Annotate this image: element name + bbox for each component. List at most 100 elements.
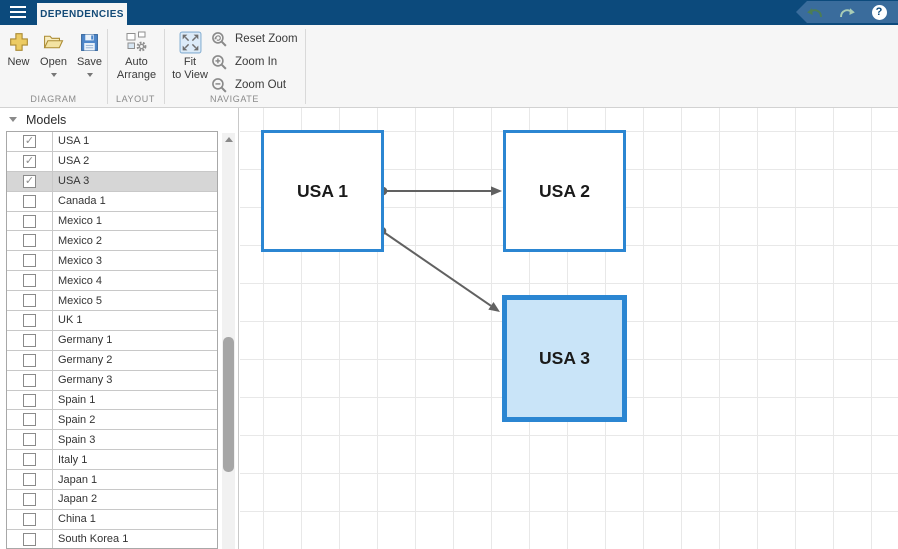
- redo-button[interactable]: [838, 4, 856, 20]
- section-divider: [107, 29, 108, 104]
- expand-arrows-icon: [179, 31, 202, 53]
- collapse-arrow-icon: [9, 117, 17, 122]
- zoom-in-button[interactable]: Zoom In: [211, 51, 298, 74]
- list-item[interactable]: Mexico 5: [7, 291, 217, 312]
- model-checkbox[interactable]: [23, 453, 36, 467]
- model-checkbox[interactable]: [23, 393, 36, 407]
- model-checkbox[interactable]: [23, 532, 36, 546]
- list-item[interactable]: Spain 3: [7, 430, 217, 451]
- open-button[interactable]: Open: [35, 31, 72, 77]
- fit-to-view-button[interactable]: Fit to View: [166, 31, 214, 82]
- models-section-header[interactable]: Models: [0, 108, 238, 131]
- reset-zoom-button[interactable]: Reset Zoom: [211, 28, 298, 51]
- help-button[interactable]: ?: [870, 4, 888, 20]
- model-name[interactable]: Japan 2: [58, 493, 98, 506]
- scrollbar-thumb[interactable]: [223, 337, 234, 472]
- model-checkbox[interactable]: [23, 353, 36, 367]
- model-checkbox[interactable]: [23, 274, 36, 288]
- checkbox-cell: [7, 271, 53, 291]
- section-label-layout: LAYOUT: [116, 94, 155, 104]
- checkbox-cell: [7, 430, 53, 450]
- model-checkbox[interactable]: [23, 433, 36, 447]
- model-name[interactable]: Mexico 2: [58, 234, 103, 247]
- model-checkbox[interactable]: ✓: [23, 154, 36, 168]
- model-name[interactable]: USA 3: [58, 175, 90, 188]
- checkbox-cell: [7, 251, 53, 271]
- model-checkbox[interactable]: [23, 473, 36, 487]
- model-checkbox[interactable]: [23, 413, 36, 427]
- list-item[interactable]: Japan 1: [7, 470, 217, 491]
- model-checkbox[interactable]: [23, 194, 36, 208]
- list-item[interactable]: ✓ USA 1: [7, 132, 217, 152]
- model-name[interactable]: USA 2: [58, 155, 90, 168]
- dependency-edge[interactable]: [377, 226, 500, 312]
- list-item[interactable]: Spain 1: [7, 390, 217, 411]
- model-name[interactable]: Japan 1: [58, 473, 98, 486]
- magnifier-plus-icon: [212, 55, 227, 70]
- model-name[interactable]: Spain 1: [58, 394, 96, 407]
- tab-dependencies[interactable]: DEPENDENCIES: [37, 3, 127, 25]
- model-name[interactable]: Mexico 1: [58, 215, 103, 227]
- model-name[interactable]: Germany 3: [58, 374, 113, 387]
- list-item[interactable]: Mexico 2: [7, 231, 217, 252]
- list-item[interactable]: Mexico 1: [7, 211, 217, 232]
- model-checkbox[interactable]: [23, 294, 36, 308]
- scrollbar-up-button[interactable]: [222, 133, 235, 146]
- model-name[interactable]: Mexico 3: [58, 254, 103, 267]
- diagram-canvas[interactable]: USA 1 USA 2 USA 3: [240, 108, 898, 549]
- list-item[interactable]: Spain 2: [7, 410, 217, 431]
- auto-arrange-button[interactable]: Auto Arrange: [109, 31, 164, 82]
- diagram-node[interactable]: USA 3: [502, 295, 627, 422]
- list-item[interactable]: ✓ USA 3: [7, 171, 217, 192]
- model-name[interactable]: Italy 1: [58, 453, 88, 466]
- list-item[interactable]: China 1: [7, 509, 217, 530]
- new-button[interactable]: New: [2, 31, 35, 69]
- diagram-node[interactable]: USA 1: [261, 130, 384, 252]
- model-name[interactable]: Mexico 5: [58, 294, 103, 307]
- list-item[interactable]: Japan 2: [7, 490, 217, 510]
- model-name[interactable]: South Korea 1: [58, 533, 129, 546]
- save-button[interactable]: Save: [72, 31, 107, 77]
- dependency-edge[interactable]: [378, 186, 502, 196]
- list-item[interactable]: Germany 3: [7, 370, 217, 391]
- model-checkbox[interactable]: [23, 234, 36, 248]
- list-item[interactable]: ✓ USA 2: [7, 151, 217, 172]
- model-name[interactable]: UK 1: [58, 314, 83, 327]
- model-checkbox[interactable]: ✓: [23, 174, 36, 188]
- model-name[interactable]: USA 1: [58, 135, 90, 148]
- models-scrollbar[interactable]: [222, 133, 235, 549]
- list-item[interactable]: South Korea 1: [7, 529, 217, 548]
- model-name[interactable]: Spain 3: [58, 433, 96, 446]
- model-checkbox[interactable]: [23, 333, 36, 347]
- zoom-out-label: Zoom Out: [235, 79, 287, 91]
- model-name[interactable]: Germany 2: [58, 354, 113, 367]
- model-checkbox[interactable]: [23, 313, 36, 327]
- model-checkbox[interactable]: [23, 373, 36, 387]
- model-checkbox[interactable]: [23, 214, 36, 228]
- save-dropdown-arrow-icon[interactable]: [86, 73, 93, 77]
- list-item[interactable]: Germany 2: [7, 350, 217, 371]
- zoom-out-button[interactable]: Zoom Out: [211, 74, 298, 97]
- undo-button[interactable]: [806, 4, 824, 20]
- new-button-label: New: [7, 56, 30, 68]
- list-item[interactable]: Canada 1: [7, 191, 217, 212]
- model-checkbox[interactable]: [23, 492, 36, 506]
- list-item[interactable]: UK 1: [7, 311, 217, 331]
- model-name[interactable]: China 1: [58, 513, 96, 526]
- list-item[interactable]: Mexico 4: [7, 271, 217, 292]
- model-checkbox[interactable]: [23, 512, 36, 526]
- open-dropdown-arrow-icon[interactable]: [50, 73, 57, 77]
- hamburger-menu-button[interactable]: [10, 6, 28, 20]
- list-item[interactable]: Mexico 3: [7, 251, 217, 272]
- model-name[interactable]: Mexico 4: [58, 274, 103, 287]
- diagram-node[interactable]: USA 2: [503, 130, 626, 252]
- model-checkbox[interactable]: [23, 254, 36, 268]
- model-name[interactable]: Germany 1: [58, 334, 113, 347]
- list-item[interactable]: Italy 1: [7, 450, 217, 471]
- checkbox-cell: ✓: [7, 171, 53, 191]
- list-item[interactable]: Germany 1: [7, 330, 217, 351]
- model-checkbox[interactable]: ✓: [23, 134, 36, 148]
- open-button-label: Open: [40, 56, 67, 68]
- model-name[interactable]: Canada 1: [58, 195, 106, 208]
- model-name[interactable]: Spain 2: [58, 413, 96, 426]
